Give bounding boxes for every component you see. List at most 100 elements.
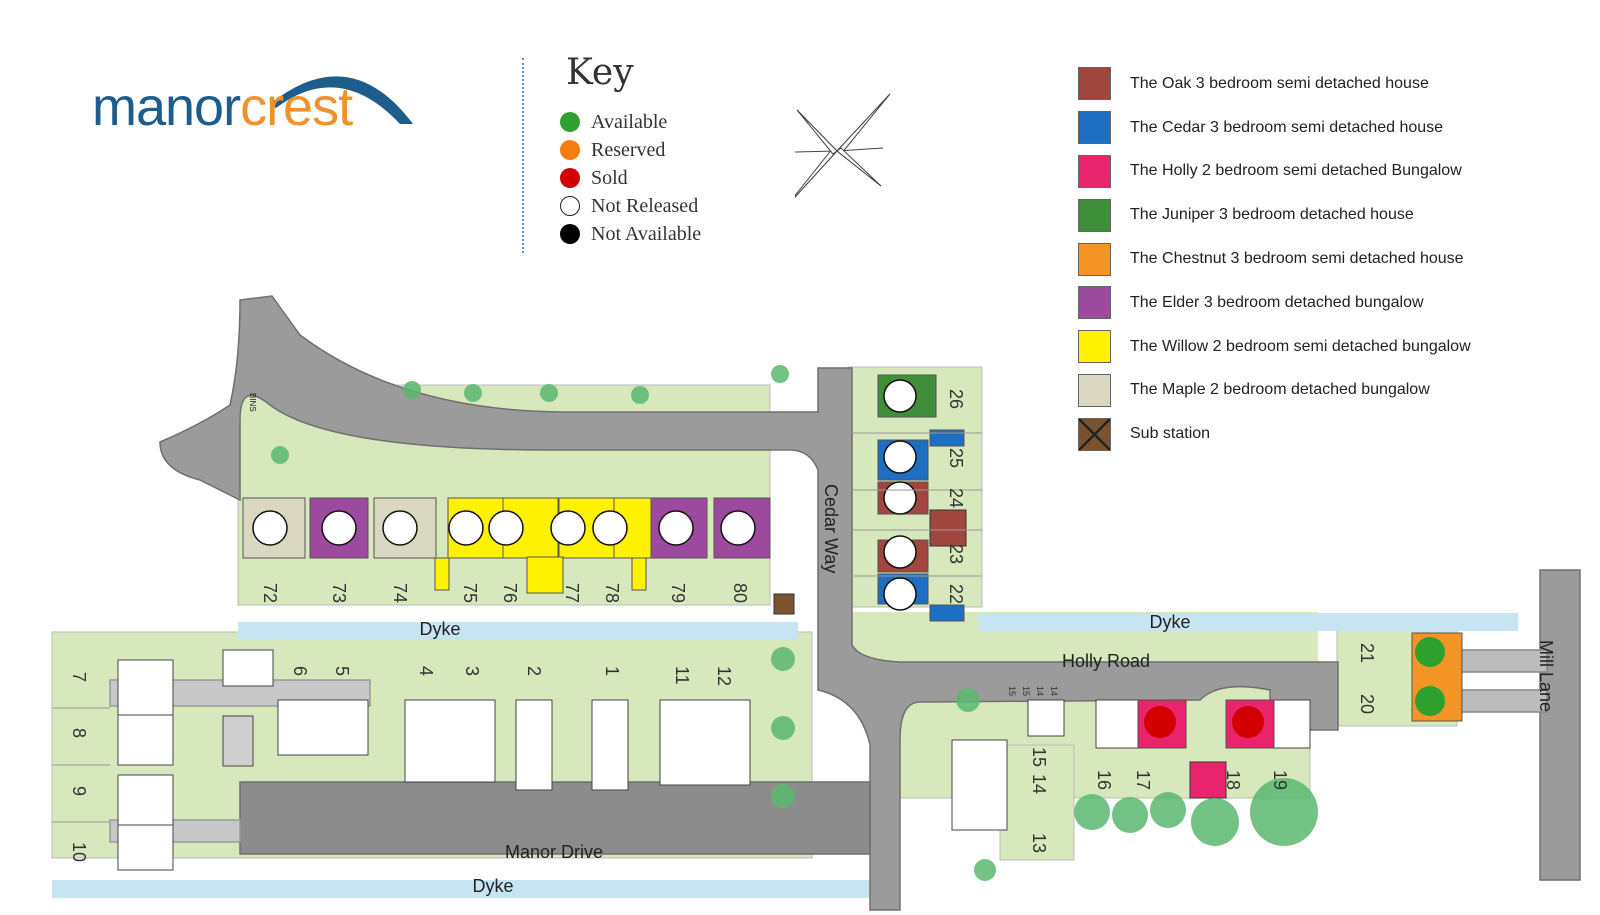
plot-label: 11 bbox=[672, 666, 692, 685]
type-label: The Maple 2 bedroom detached bungalow bbox=[1130, 381, 1430, 399]
status-not-released: Not Released bbox=[560, 192, 701, 220]
plot-boundaries bbox=[52, 432, 982, 823]
logo-wordmark: manorcrest bbox=[92, 76, 353, 138]
status-available: Available bbox=[560, 108, 701, 136]
type-holly: The Holly 2 bedroom semi detached Bungal… bbox=[1078, 150, 1471, 194]
type-substation: Sub station bbox=[1078, 412, 1471, 456]
road-label-manor-drive: Manor Drive bbox=[505, 842, 603, 862]
type-elder: The Elder 3 bedroom detached bungalow bbox=[1078, 281, 1471, 325]
plot-label: 6 bbox=[290, 666, 310, 676]
plot-label: 4 bbox=[416, 666, 436, 676]
type-label: The Elder 3 bedroom detached bungalow bbox=[1130, 293, 1424, 311]
plot-label: 1 bbox=[602, 666, 622, 676]
status-label: Available bbox=[591, 110, 668, 133]
key-divider bbox=[522, 58, 524, 253]
plot-label: 14 bbox=[1029, 774, 1049, 794]
plot-label: 80 bbox=[730, 583, 750, 603]
not-available-dot bbox=[560, 224, 580, 244]
top-row-buildings bbox=[242, 497, 795, 615]
plot-label: 73 bbox=[329, 583, 349, 603]
plot-label: 74 bbox=[390, 583, 410, 603]
plot-label: 5 bbox=[332, 666, 352, 676]
type-chestnut: The Chestnut 3 bedroom semi detached hou… bbox=[1078, 237, 1471, 281]
road-label-dyke: Dyke bbox=[1149, 612, 1190, 632]
house-type-legend: The Oak 3 bedroom semi detached house Th… bbox=[1078, 62, 1471, 456]
manorcrest-logo: manorcrest bbox=[90, 52, 430, 142]
cedar-swatch bbox=[1078, 111, 1111, 145]
key-title: Key bbox=[566, 52, 634, 93]
plot-label: 72 bbox=[260, 583, 280, 603]
type-label: The Cedar 3 bedroom semi detached house bbox=[1130, 118, 1444, 136]
compass-rose-icon: N bbox=[795, 93, 891, 198]
juniper-swatch bbox=[1078, 198, 1111, 232]
tree-icons bbox=[271, 365, 1318, 881]
plot-label: 15 bbox=[1029, 747, 1049, 767]
type-label: Sub station bbox=[1130, 425, 1211, 443]
holly-road-buildings bbox=[1137, 632, 1463, 799]
plot-label: 78 bbox=[602, 583, 622, 603]
road-label-dyke: Dyke bbox=[472, 876, 513, 896]
plot-label-small: 15 bbox=[1007, 686, 1017, 696]
status-label: Sold bbox=[591, 166, 628, 189]
logo-word-manor: manor bbox=[92, 77, 241, 137]
type-oak: The Oak 3 bedroom semi detached house bbox=[1078, 62, 1471, 106]
plot-label: 79 bbox=[668, 583, 688, 603]
plot-label: 9 bbox=[69, 786, 89, 796]
type-cedar: The Cedar 3 bedroom semi detached house bbox=[1078, 106, 1471, 150]
logo-arc bbox=[270, 76, 413, 124]
plot-label: 24 bbox=[946, 488, 966, 508]
type-label: The Chestnut 3 bedroom semi detached hou… bbox=[1130, 250, 1464, 268]
plot-label: 20 bbox=[1357, 694, 1377, 714]
status-label: Reserved bbox=[591, 138, 666, 161]
plot-label: 3 bbox=[462, 666, 482, 676]
plot-label: 10 bbox=[69, 842, 89, 862]
road-label-cedar-way: Cedar Way bbox=[821, 484, 841, 573]
plot-label: 17 bbox=[1133, 770, 1153, 790]
plot-label: 76 bbox=[500, 583, 520, 603]
west-buildings bbox=[117, 649, 1311, 871]
plot-label: 19 bbox=[1270, 770, 1290, 790]
cedar-way-buildings bbox=[877, 374, 967, 622]
plot-label: 21 bbox=[1357, 643, 1377, 663]
plot-label: 25 bbox=[946, 448, 966, 468]
type-willow: The Willow 2 bedroom semi detached bunga… bbox=[1078, 325, 1471, 369]
type-maple: The Maple 2 bedroom detached bungalow bbox=[1078, 369, 1471, 413]
status-sold: Sold bbox=[560, 164, 701, 192]
logo-word-crest: crest bbox=[240, 77, 353, 137]
holly-swatch bbox=[1078, 154, 1111, 188]
road-label-mill-lane: Mill Lane bbox=[1536, 640, 1556, 712]
plot-label: 16 bbox=[1094, 770, 1114, 790]
type-juniper: The Juniper 3 bedroom detached house bbox=[1078, 193, 1471, 237]
oak-swatch bbox=[1078, 67, 1111, 101]
plot-label: 7 bbox=[69, 672, 89, 682]
plot-label: 13 bbox=[1029, 833, 1049, 853]
chestnut-swatch bbox=[1078, 242, 1111, 276]
plot-label: 8 bbox=[69, 728, 89, 738]
plot-label-small: 15 bbox=[1021, 686, 1031, 696]
plot-label: 26 bbox=[946, 389, 966, 409]
plot-label: 77 bbox=[562, 583, 582, 603]
plot-label: 75 bbox=[460, 583, 480, 603]
plot-label: 18 bbox=[1223, 770, 1243, 790]
status-label: Not Available bbox=[591, 222, 702, 245]
status-not-available: Not Available bbox=[560, 220, 701, 248]
not-released-dot bbox=[560, 196, 580, 216]
maple-swatch bbox=[1078, 373, 1111, 407]
type-label: The Holly 2 bedroom semi detached Bungal… bbox=[1130, 162, 1462, 180]
plot-label: 22 bbox=[946, 584, 966, 604]
type-label: The Willow 2 bedroom semi detached bunga… bbox=[1130, 337, 1471, 355]
available-dot bbox=[560, 112, 580, 132]
reserved-dot bbox=[560, 140, 580, 160]
plot-label: 12 bbox=[714, 666, 734, 686]
plot-label-small: 14 bbox=[1035, 686, 1045, 696]
type-label: The Oak 3 bedroom semi detached house bbox=[1130, 74, 1429, 92]
map-roads bbox=[109, 295, 1581, 911]
sold-dot bbox=[560, 168, 580, 188]
elder-swatch bbox=[1078, 286, 1111, 320]
status-legend: Available Reserved Sold Not Released Not… bbox=[560, 108, 701, 248]
willow-swatch bbox=[1078, 330, 1111, 364]
label-bins: BINS bbox=[248, 393, 257, 412]
